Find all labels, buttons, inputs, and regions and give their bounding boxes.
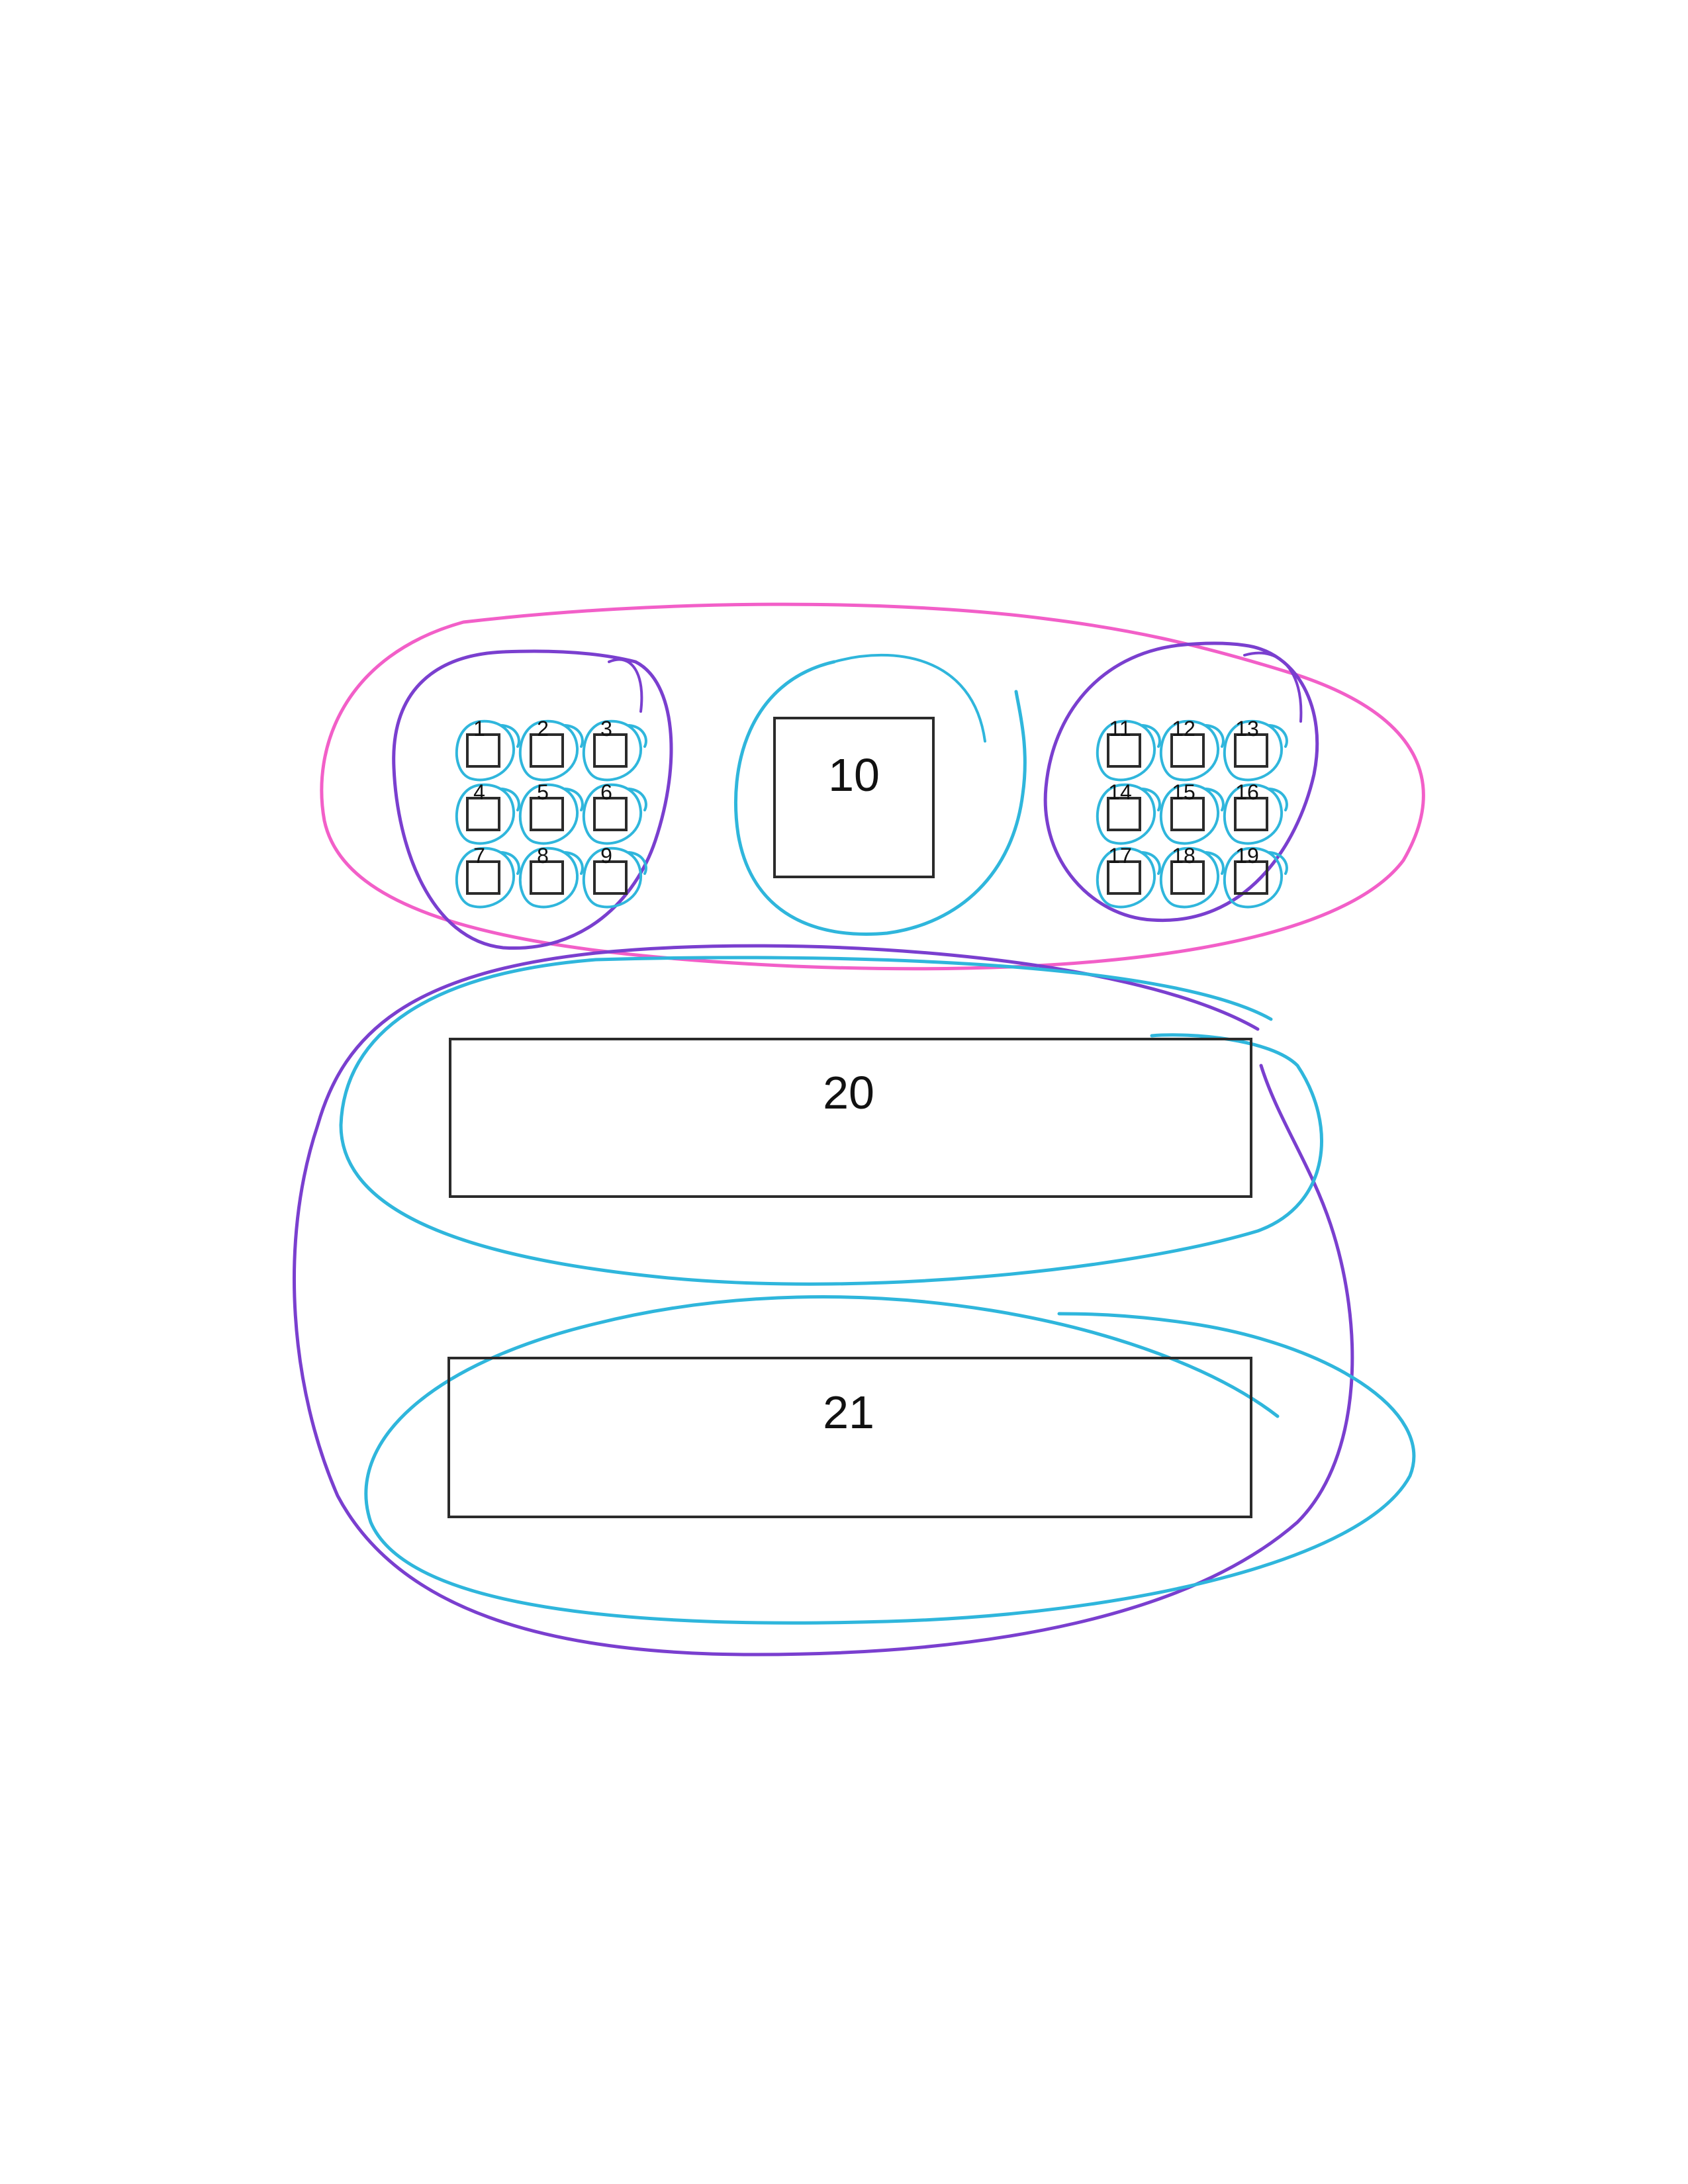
small-box-outline [518,846,584,909]
center-box-outline-top [833,653,986,743]
small-box-label: 6 [600,780,612,804]
small-box [593,733,628,768]
small-box [593,797,628,831]
small-box [1234,860,1268,895]
small-box-label: 2 [537,717,549,741]
small-box-label: 15 [1172,780,1196,804]
small-box-outline [1223,783,1288,845]
small-box-outline [1159,719,1225,782]
small-box-outline [582,783,647,845]
small-box-outline [582,719,647,782]
small-box [530,797,564,831]
wide-box-21-label: 21 [823,1387,874,1438]
box-20-outline [339,956,1323,1286]
small-box-label: 12 [1172,717,1196,741]
small-box-outline [1223,719,1288,782]
outer-group-outline [320,602,1425,971]
small-box-label: 5 [537,780,549,804]
small-box-label: 18 [1172,844,1196,868]
small-box-label: 4 [473,780,485,804]
small-box [1170,797,1205,831]
small-box-label: 16 [1235,780,1259,804]
right-cluster-outline-tail [1243,651,1303,723]
wide-box-20-label: 20 [823,1067,874,1118]
right-cluster-outline [1043,641,1319,923]
small-box-label: 11 [1109,717,1131,741]
center-box-label: 10 [828,749,880,801]
small-box-label: 9 [600,844,612,868]
small-box [466,797,500,831]
small-box-label: 14 [1108,780,1132,804]
small-box-outline [1096,719,1161,782]
small-box-outline [1096,846,1161,909]
small-box-label: 13 [1235,717,1259,741]
small-box [1107,797,1141,831]
bottom-group-outline [292,944,1354,1657]
small-box-label: 3 [600,717,612,741]
small-box-outline [455,783,520,845]
small-box-outline [1096,783,1161,845]
small-box [1234,797,1268,831]
small-box [1107,860,1141,895]
small-box-outline [518,719,584,782]
small-box-label: 17 [1108,844,1132,868]
small-box-outline [455,719,520,782]
left-cluster-outline [392,649,673,950]
wide-box-21 [447,1357,1252,1518]
small-box [593,860,628,895]
small-box-outline [1159,846,1225,909]
box-21-outline [364,1295,1416,1625]
small-box [530,860,564,895]
small-box [530,733,564,768]
small-box [466,860,500,895]
small-box-outline [582,846,647,909]
small-box [1234,733,1268,768]
left-cluster-outline-tail [608,658,643,713]
small-box-label: 7 [473,844,485,868]
small-box [1170,860,1205,895]
center-box [773,717,935,878]
small-box [1170,733,1205,768]
small-box-outline [1223,846,1288,909]
small-box-label: 19 [1235,844,1259,868]
small-box-outline [1159,783,1225,845]
wide-box-20 [449,1038,1252,1198]
small-box-outline [518,783,584,845]
center-box-outline [733,660,1027,936]
small-box-label: 1 [473,717,485,741]
small-box-label: 8 [537,844,549,868]
small-box-outline [455,846,520,909]
small-box [466,733,500,768]
small-box [1107,733,1141,768]
